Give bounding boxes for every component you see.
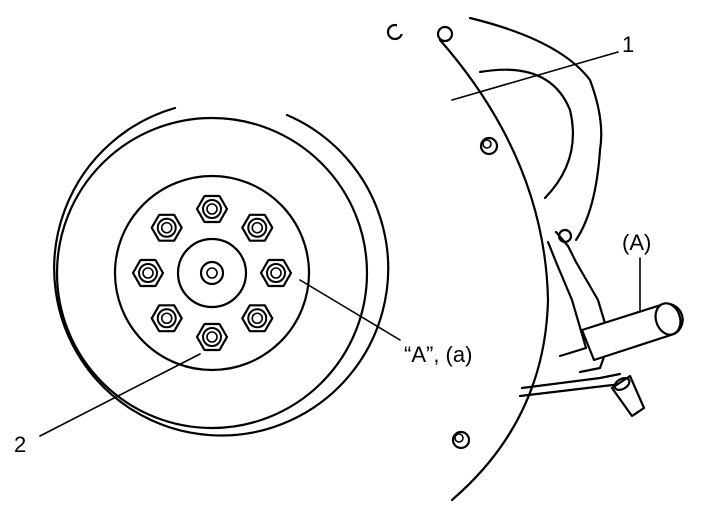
bolt-center [251, 312, 264, 325]
engine-rear-plate [386, 16, 603, 502]
edge-hole [479, 136, 499, 156]
flywheel-bolt [150, 304, 183, 333]
edge-hole-inner [454, 433, 464, 443]
flywheel-inner-rim [55, 116, 369, 430]
stopper-pin-head [613, 377, 631, 391]
edge-hole [436, 25, 454, 43]
flywheel-outer-rim [53, 106, 390, 437]
stopper-bolt [557, 228, 573, 244]
stopper-base-top [520, 372, 622, 390]
edge-hole [451, 430, 471, 450]
bolt-center [206, 331, 218, 343]
flywheel-bolt [195, 322, 229, 352]
leader-2 [39, 353, 201, 437]
leader-bolt-a [299, 279, 401, 341]
leader-1 [451, 51, 619, 101]
crankshaft-flange [176, 237, 248, 309]
bolt-center [160, 312, 173, 325]
center-pilot-bore [206, 267, 218, 279]
bolt-washer [156, 308, 177, 329]
callout-1: 1 [622, 32, 634, 57]
bolt-center [251, 221, 264, 234]
bolt-center [160, 221, 173, 234]
bolt-center [270, 267, 282, 279]
flywheel-bolt [195, 194, 229, 224]
flywheel-hub [113, 174, 311, 372]
bolt-washer [156, 217, 177, 238]
flywheel-bolts [131, 194, 293, 352]
stopper-pin [610, 374, 646, 418]
flywheel-bolt [241, 213, 274, 242]
flywheel-bolt [131, 258, 165, 288]
flywheel-bolt [150, 213, 183, 242]
bolt-center [206, 203, 218, 215]
callout-tool-a: (A) [622, 230, 651, 255]
bracket-outline [468, 16, 603, 242]
stopper-handle-end [654, 302, 682, 336]
rear-plate-edge [438, 38, 550, 502]
stopper-arm-inner [546, 240, 588, 358]
bolt-washer [202, 327, 222, 347]
callout-2: 2 [14, 432, 26, 457]
callout-bolt-a: “A”, (a) [404, 342, 472, 367]
stopper-arm [554, 230, 612, 374]
flywheel-bolt [241, 304, 274, 333]
bolt-washer [247, 308, 268, 329]
leader-lines [39, 51, 641, 437]
bolt-center [142, 267, 154, 279]
bolt-washer [247, 217, 268, 238]
bolt-washer [138, 263, 158, 283]
starter-housing [478, 68, 575, 200]
center-pilot-hole [199, 260, 225, 286]
flywheel-stopper-tool [518, 228, 684, 418]
bolt-washer [202, 199, 222, 219]
flywheel [53, 106, 390, 437]
flywheel-bolt [259, 258, 293, 288]
bolt-washer [266, 263, 286, 283]
edge-hole-inner [482, 139, 492, 149]
